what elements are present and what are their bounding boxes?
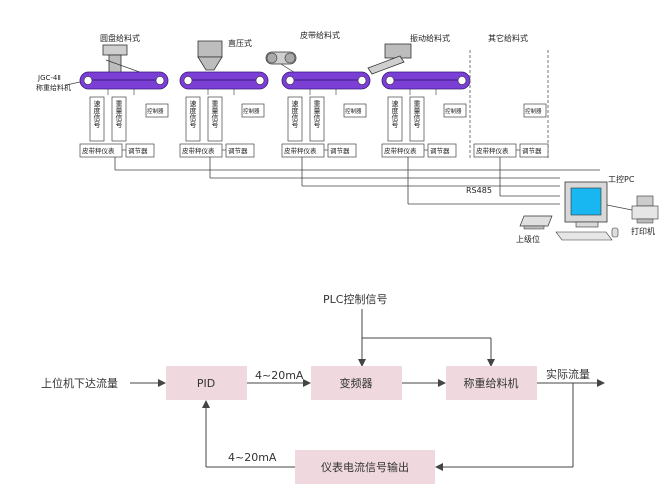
belt-4 — [381, 71, 471, 95]
regulator-label: 调节器 — [522, 146, 542, 155]
speed-signal-label: 速度信号 — [391, 100, 399, 129]
plc-signal-label: PLC控制信号 — [323, 292, 387, 306]
signal-column-4: 速度信号 重量信号 控制器 — [387, 96, 467, 142]
instrument-label: 皮带秤仪表 — [384, 146, 417, 155]
pid-block — [166, 366, 247, 400]
rs485-label: RS485 — [466, 186, 492, 195]
instrument-row-4: 皮带秤仪表 调节器 — [381, 143, 457, 158]
weight-signal-label: 重量信号 — [313, 100, 321, 129]
feeder-label: 称重给料机 — [464, 376, 519, 390]
pc-computer — [555, 181, 619, 241]
feedback-label: 仪表电流信号输出 — [321, 460, 409, 474]
pc-label: 工控PC — [608, 174, 635, 184]
upper-pc — [519, 215, 553, 230]
feeder-title-direct: 直压式 — [228, 38, 252, 48]
input-flow-label: 上位机下达流量 — [41, 376, 118, 390]
feeder-title-vibration: 振动给料式 — [410, 33, 450, 43]
speed-signal-label: 速度信号 — [93, 100, 101, 129]
feeder-title-belt: 皮带给料式 — [300, 30, 340, 40]
weight-signal-label: 重量信号 — [115, 100, 123, 129]
instrument-row-3: 皮带秤仪表 调节器 — [281, 143, 357, 158]
feeder-title-disc: 圆盘给料式 — [100, 33, 140, 43]
belt-1 — [79, 71, 169, 95]
signal-feedback-label: 4~20mA — [228, 451, 277, 464]
speed-signal-label: 速度信号 — [189, 100, 197, 129]
speed-signal-label: 速度信号 — [291, 100, 299, 129]
instrument-label: 皮带秤仪表 — [82, 146, 115, 155]
regulator-label: 调节器 — [228, 146, 248, 155]
side-label-name: 称重给料机 — [36, 83, 71, 92]
feeder-title-other: 其它给料式 — [488, 33, 528, 43]
signal-forward-label: 4~20mA — [255, 369, 304, 382]
printer — [631, 195, 659, 224]
inverter-block — [311, 366, 402, 400]
controller-label: 控制器 — [345, 107, 362, 115]
belt-3 — [281, 71, 371, 95]
feeder-vibration — [367, 43, 412, 75]
signal-column-2: 速度信号 重量信号 控制器 — [185, 96, 265, 142]
pid-label: PID — [197, 377, 215, 390]
instrument-label: 皮带秤仪表 — [284, 146, 317, 155]
controller-label: 控制器 — [243, 107, 260, 115]
instrument-group: 皮带秤仪表 调节器 皮带秤仪表 调节器 皮带秤仪表 调节器 皮带秤仪表 调节器 皮带秤仪表 调节器 — [79, 143, 549, 158]
weight-signal-label: 重量信号 — [211, 100, 219, 129]
controller-label: 控制器 — [445, 107, 462, 115]
controller-label: 控制器 — [147, 107, 164, 115]
upper-pc-label: 上级位 — [516, 234, 540, 244]
feeder-block — [446, 366, 537, 400]
signal-box-group: 速度信号 重量信号 控制器 速度信号 重量信号 控制器 速度信号 重量信号 控制器 速度信号 重量信… — [89, 96, 547, 142]
controller-label: 控制器 — [525, 107, 542, 115]
signal-column-other: 控制器 — [523, 103, 547, 118]
printer-label: 打印机 — [631, 226, 655, 236]
instrument-label: 皮带秤仪表 — [476, 146, 509, 155]
feeder-direct — [197, 40, 223, 71]
regulator-label: 调节器 — [330, 146, 350, 155]
belt-group — [79, 71, 471, 95]
signal-column-3: 速度信号 重量信号 控制器 — [287, 96, 367, 142]
feedback-block — [295, 450, 435, 484]
instrument-row-5: 皮带秤仪表 调节器 — [473, 143, 549, 158]
side-label-model: JGC-4Ⅱ — [37, 74, 61, 82]
instrument-row-1: 皮带秤仪表 调节器 — [79, 143, 155, 158]
instrument-label: 皮带秤仪表 — [182, 146, 215, 155]
inverter-label: 变频器 — [340, 376, 373, 390]
instrument-row-2: 皮带秤仪表 调节器 — [179, 143, 255, 158]
regulator-label: 调节器 — [128, 146, 148, 155]
regulator-label: 调节器 — [430, 146, 450, 155]
belt-2 — [179, 71, 269, 95]
output-flow-label: 实际流量 — [546, 367, 590, 381]
feeder-belt — [265, 51, 301, 77]
feeder-disc — [102, 44, 146, 75]
weight-signal-label: 重量信号 — [413, 100, 421, 129]
signal-column-1: 速度信号 重量信号 控制器 — [89, 96, 169, 142]
